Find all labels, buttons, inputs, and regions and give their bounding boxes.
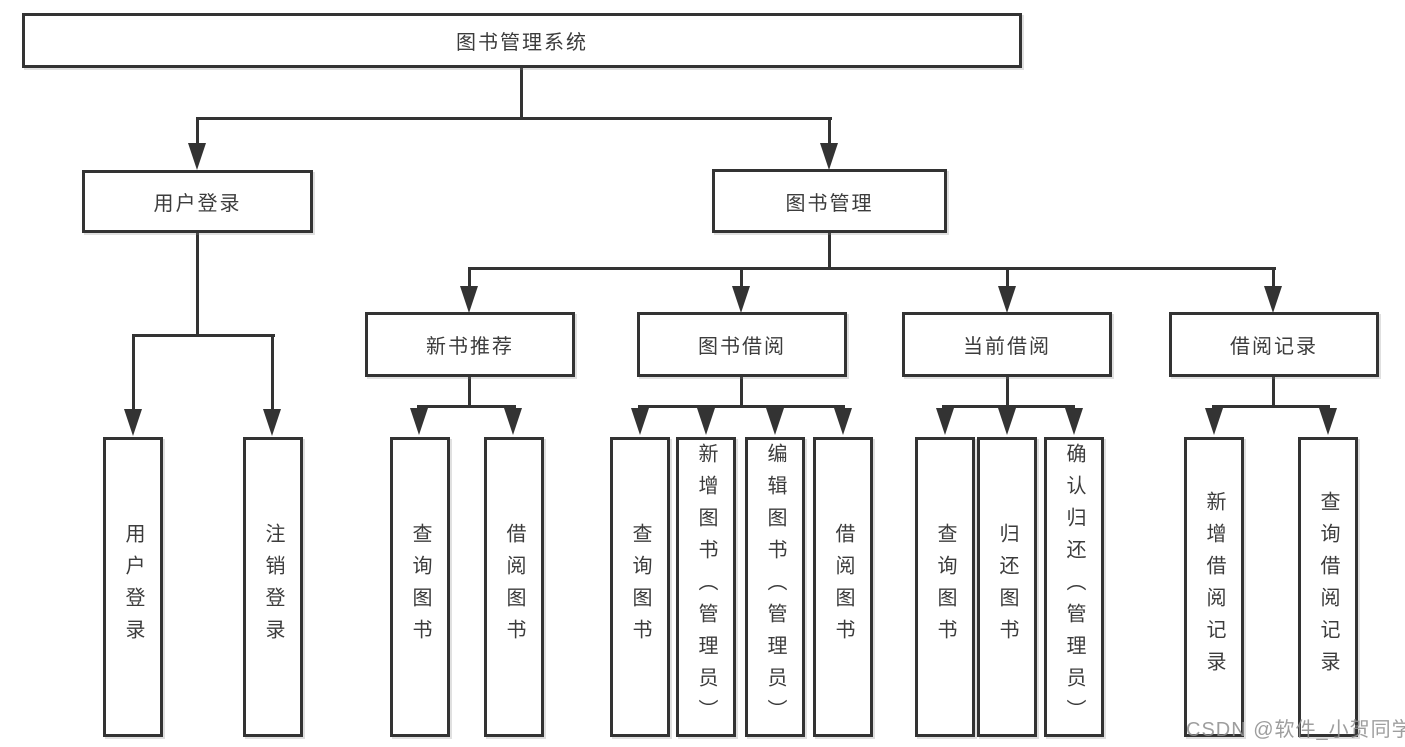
leaf-user-login-label: 用户登录 <box>122 523 144 651</box>
leaf-logout-label: 注销登录 <box>262 523 284 651</box>
node-borrowing-records-label: 借阅记录 <box>1230 336 1318 358</box>
arrowhead-return-books <box>998 408 1016 435</box>
arrowhead-borrow-books-borrowing <box>834 408 852 435</box>
edge-current-borrowing-trunk <box>1006 377 1009 406</box>
arrowhead-leaf-user-login <box>124 409 142 436</box>
edge-current-borrowing-branch <box>942 405 1075 408</box>
leaf-add-borrow-record: 新增借阅记录 <box>1184 437 1244 737</box>
node-current-borrowing-label: 当前借阅 <box>963 336 1051 358</box>
edge-book-borrowing-trunk <box>740 377 743 406</box>
arrowhead-current-borrowing <box>998 286 1016 313</box>
leaf-edit-books-admin: 编辑图书（管理员） <box>745 437 805 737</box>
node-new-book-recommend-label: 新书推荐 <box>426 336 514 358</box>
arrowhead-leaf-logout <box>263 409 281 436</box>
edge-drop-book-management <box>828 120 831 143</box>
edge-level3-branch <box>468 267 1276 270</box>
node-new-book-recommend: 新书推荐 <box>365 312 575 377</box>
leaf-query-borrow-record-label: 查询借阅记录 <box>1317 491 1339 683</box>
edge-drop-new-book-recommend <box>468 270 471 286</box>
leaf-edit-books-admin-label: 编辑图书（管理员） <box>764 443 786 731</box>
node-book-borrowing-label: 图书借阅 <box>698 336 786 358</box>
leaf-borrow-books-borrowing: 借阅图书 <box>813 437 873 737</box>
arrowhead-query-books-borrowing <box>631 408 649 435</box>
node-root-label: 图书管理系统 <box>456 32 588 54</box>
leaf-confirm-return-admin-label: 确认归还（管理员） <box>1063 443 1085 731</box>
arrowhead-query-books-recommend <box>410 408 428 435</box>
arrowhead-user-login <box>188 143 206 170</box>
node-root: 图书管理系统 <box>22 13 1022 68</box>
node-user-login-label: 用户登录 <box>153 193 242 215</box>
leaf-borrow-books-recommend-label: 借阅图书 <box>503 523 525 651</box>
edge-drop-leaf-user-login <box>132 337 135 409</box>
node-book-management: 图书管理 <box>712 169 947 233</box>
edge-level2-branch <box>196 117 832 120</box>
arrowhead-add-books-admin <box>697 408 715 435</box>
arrowhead-query-borrow-record <box>1319 408 1337 435</box>
edge-book-borrowing-branch <box>638 405 845 408</box>
leaf-borrow-books-recommend: 借阅图书 <box>484 437 544 737</box>
leaf-logout: 注销登录 <box>243 437 303 737</box>
leaf-add-books-admin: 新增图书（管理员） <box>676 437 736 737</box>
node-book-borrowing: 图书借阅 <box>637 312 847 377</box>
leaf-query-books-current-label: 查询图书 <box>934 523 956 651</box>
leaf-query-books-borrowing: 查询图书 <box>610 437 670 737</box>
edge-user-login-trunk <box>196 233 199 336</box>
leaf-confirm-return-admin: 确认归还（管理员） <box>1044 437 1104 737</box>
leaf-query-books-borrowing-label: 查询图书 <box>629 523 651 651</box>
leaf-user-login: 用户登录 <box>103 437 163 737</box>
leaf-query-books-current: 查询图书 <box>915 437 975 737</box>
edge-new-book-recommend-trunk <box>468 377 471 406</box>
arrowhead-new-book-recommend <box>460 286 478 313</box>
edge-borrowing-records-branch <box>1212 405 1330 408</box>
node-borrowing-records: 借阅记录 <box>1169 312 1379 377</box>
leaf-borrow-books-borrowing-label: 借阅图书 <box>832 523 854 651</box>
arrowhead-borrowing-records <box>1264 286 1282 313</box>
edge-drop-borrowing-records <box>1272 270 1275 286</box>
edge-borrowing-records-trunk <box>1272 377 1275 406</box>
arrowhead-add-borrow-record <box>1205 408 1223 435</box>
edge-drop-leaf-logout <box>271 337 274 409</box>
leaf-add-borrow-record-label: 新增借阅记录 <box>1203 491 1225 683</box>
leaf-query-books-recommend-label: 查询图书 <box>409 523 431 651</box>
edge-drop-book-borrowing <box>740 270 743 286</box>
edge-book-management-trunk <box>828 233 831 268</box>
arrowhead-book-management <box>820 143 838 170</box>
arrowhead-edit-books-admin <box>766 408 784 435</box>
edge-new-book-recommend-branch <box>417 405 516 408</box>
edge-root-trunk <box>520 68 523 118</box>
arrowhead-query-books-current <box>936 408 954 435</box>
arrowhead-book-borrowing <box>732 286 750 313</box>
leaf-return-books: 归还图书 <box>977 437 1037 737</box>
leaf-query-borrow-record: 查询借阅记录 <box>1298 437 1358 737</box>
arrowhead-borrow-books-recommend <box>504 408 522 435</box>
edge-drop-user-login <box>196 120 199 143</box>
edge-drop-current-borrowing <box>1006 270 1009 286</box>
arrowhead-confirm-return-admin <box>1065 408 1083 435</box>
edge-user-login-branch <box>132 334 275 337</box>
node-book-management-label: 图书管理 <box>785 192 874 215</box>
node-user-login: 用户登录 <box>82 170 313 233</box>
leaf-return-books-label: 归还图书 <box>996 523 1018 651</box>
leaf-add-books-admin-label: 新增图书（管理员） <box>695 443 717 731</box>
node-current-borrowing: 当前借阅 <box>902 312 1112 377</box>
watermark: CSDN @软件_小贺同学 <box>1186 719 1405 741</box>
leaf-query-books-recommend: 查询图书 <box>390 437 450 737</box>
